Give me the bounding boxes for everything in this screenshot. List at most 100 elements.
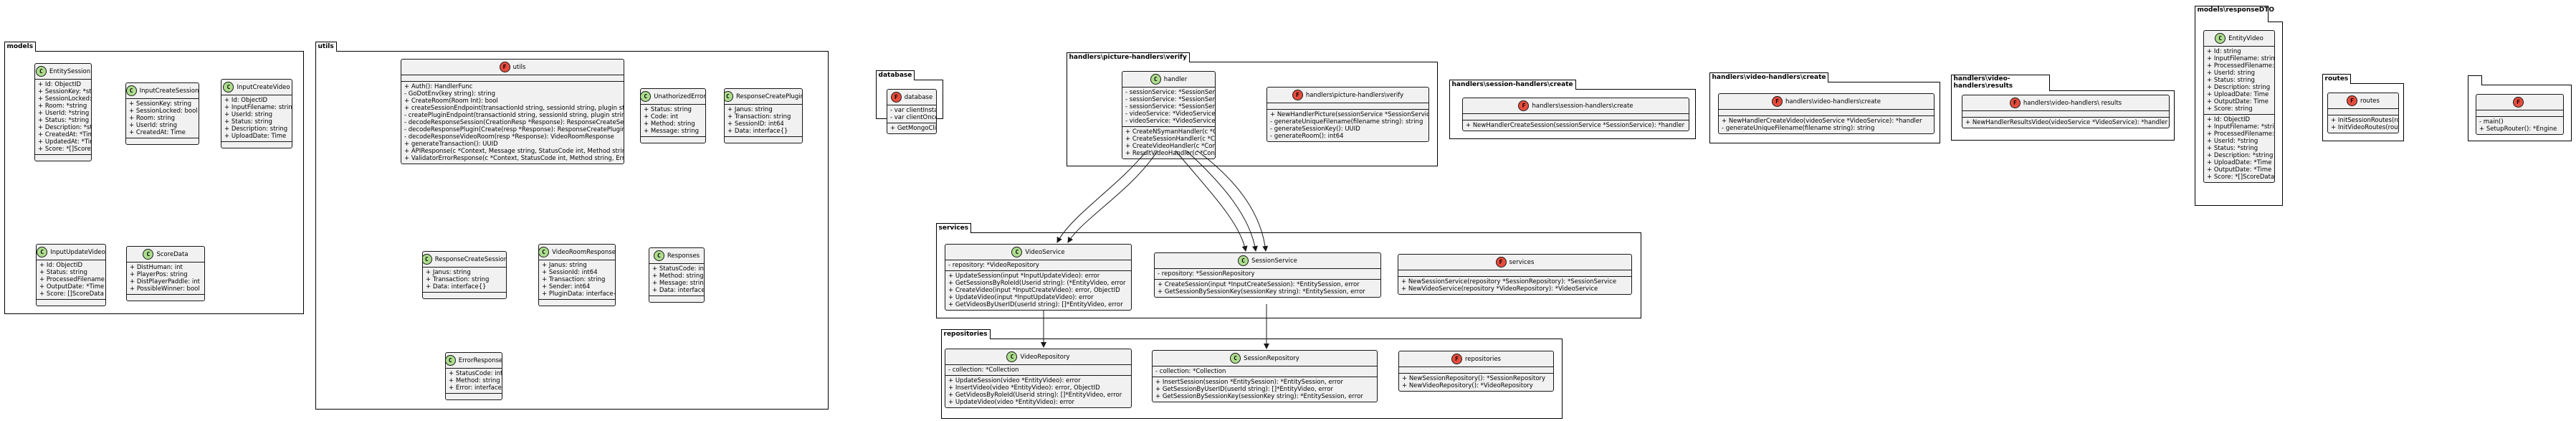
- class-methods: + UpdateSession(input *InputUpdateVideo)…: [945, 271, 1131, 310]
- class-field: - sessionService: *SessionService: [1125, 96, 1216, 103]
- class-method: + createSessionEndpoint(transactionId st…: [404, 105, 624, 112]
- class-method: - generateUniqueFilename(filename string…: [1722, 125, 1875, 132]
- class-members: - repository: *VideoRepository: [945, 260, 1131, 271]
- package-main-label: [2467, 75, 2482, 85]
- class-name: InputCreateVideo: [237, 83, 290, 91]
- class-field: + StatusCode: int: [449, 370, 502, 377]
- class-field: + Id: ObjectID: [38, 81, 82, 88]
- class-method: - createPluginEndpoint(transactionId str…: [404, 112, 624, 119]
- class-stereotype-icon: C: [143, 249, 154, 260]
- class-field: + Id: string: [2207, 48, 2241, 55]
- class-field: + Transaction: string: [426, 276, 490, 283]
- class-name: ErrorResponse: [458, 356, 502, 364]
- function-stereotype-icon: F: [1518, 100, 1530, 111]
- class-method: + UserId: *string: [2207, 138, 2258, 145]
- class-main[interactable]: F- main()+ SetupRouter(): *Engine: [2476, 94, 2564, 135]
- class-method: + CreateSessionHandler(c *Context): [1125, 136, 1215, 143]
- class-name: handlers\video-handlers\create: [1785, 98, 1881, 105]
- class-header: F: [2476, 95, 2563, 110]
- class-method: - generateRoom(): int64: [1270, 133, 1344, 140]
- class-method: + GetVideosByRoleId(Userid string): []*E…: [948, 392, 1122, 399]
- class-field: + Message: string: [644, 128, 700, 135]
- class-method: + Status: *string: [2207, 145, 2258, 152]
- class-name: SessionService: [1251, 257, 1297, 265]
- class-methods: [446, 394, 502, 399]
- class-methods: + Auth(): HandlerFunc- GoDotEnv(key stri…: [401, 82, 624, 164]
- class-method: + NewVideoRepository(): *VideoRepository: [1402, 382, 1533, 389]
- class-members: [1719, 110, 1934, 116]
- package-routes-label: routes: [2322, 74, 2352, 84]
- class-field: - repository: *SessionRepository: [1158, 270, 1255, 278]
- class-method: + NewSessionService(repository *SessionR…: [1401, 278, 1617, 285]
- class-field: + DistPlayerPaddle: int: [130, 278, 200, 285]
- class-method: + ProcessedFilename: *string: [2207, 131, 2274, 138]
- class-field: + Method: string: [652, 273, 704, 280]
- class-methods: [725, 137, 802, 143]
- class-members: + Id: ObjectID+ Status: string+ Processe…: [37, 260, 105, 300]
- class-method: - decodeResponseVideoRoom(resp *Response…: [404, 133, 614, 141]
- class-method: - generateSessionKey(): UUID: [1270, 126, 1360, 133]
- class-stereotype-icon: C: [423, 254, 432, 265]
- class-members: + Janus: string+ SessionId: int64+ Trans…: [539, 260, 615, 300]
- class-field: - videoService: *VideoService: [1125, 110, 1216, 118]
- package-video-create-label: handlers\video-handlers\create: [1709, 72, 1829, 82]
- class-methods: + NewHandlerCreateSession(sessionService…: [1463, 120, 1689, 131]
- class-method: + NewHandlerCreateSession(sessionService…: [1466, 122, 1685, 129]
- class-name: ResponseCreatePlugin: [735, 93, 803, 100]
- class-field: + DistHuman: int: [130, 264, 183, 271]
- class-method: + SetupRouter(): *Engine: [2479, 126, 2557, 133]
- class-method: + Auth(): HandlerFunc: [404, 83, 473, 90]
- package-services-label: services: [935, 223, 972, 233]
- class-method: + ResultVideoHandler(c *Context): [1125, 150, 1215, 157]
- class-field: + Method: string: [644, 120, 695, 128]
- class-name: handlers\picture-handlers\verify: [1305, 91, 1404, 99]
- class-members: [1398, 270, 1631, 277]
- class-method: + GetMongoClient(): *Client: [890, 125, 937, 132]
- class-stereotype-icon: C: [1150, 74, 1161, 85]
- class-field: + StatusCode: int: [652, 265, 705, 273]
- class-field: + UserId: string: [129, 122, 178, 129]
- class-method: + generateTransaction(): UUID: [404, 141, 498, 148]
- package-session-create-label: handlers\session-handlers\create: [1449, 80, 1576, 90]
- class-stereotype-icon: C: [223, 82, 234, 93]
- class-method: + InsertVideo(video *EntityVideo): error…: [948, 384, 1100, 392]
- class-members: + Janus: string+ Transaction: string+ Se…: [725, 105, 802, 137]
- class-field: + Message: string: [652, 280, 705, 287]
- class-name: InputCreateSession: [139, 87, 199, 95]
- class-field: + CreatedAt: Time: [129, 129, 186, 136]
